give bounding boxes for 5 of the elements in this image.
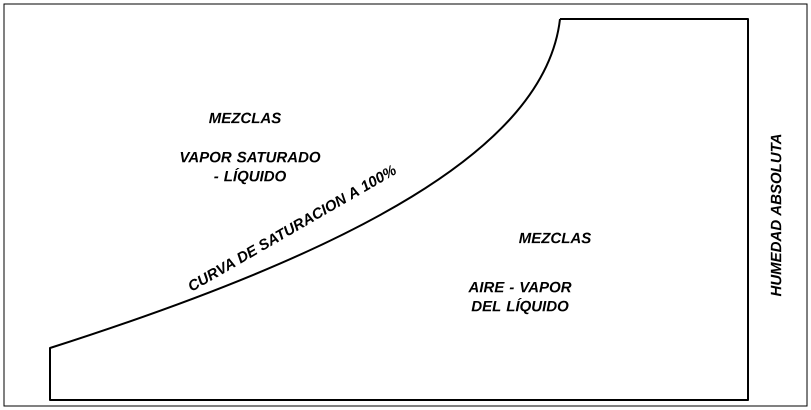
- label: HUMEDAD ABSOLUTA: [770, 134, 782, 296]
- label: AIRE - VAPOR DEL LÍQUIDO: [468, 282, 572, 314]
- label: VAPOR SATURADO - LÍQUIDO: [180, 152, 320, 184]
- label: MEZCLAS: [209, 112, 282, 124]
- label: MEZCLAS: [519, 232, 592, 244]
